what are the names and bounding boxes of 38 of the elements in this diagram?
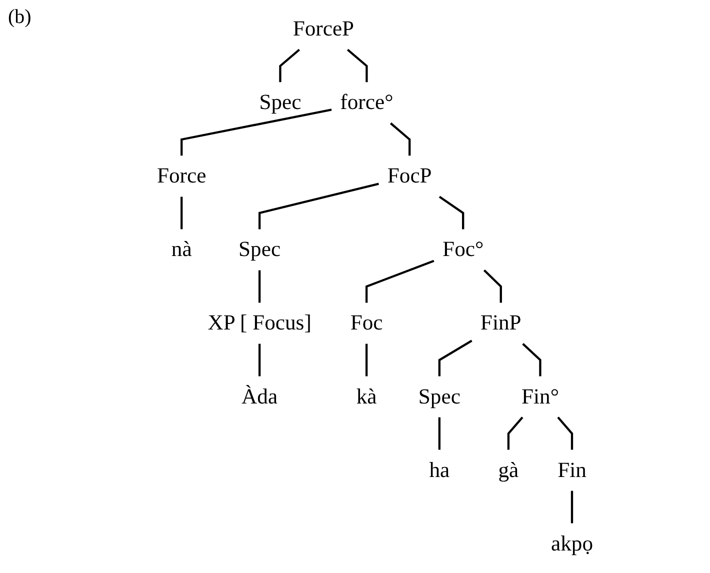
connector [438, 196, 464, 230]
node-text: Spec [259, 90, 302, 115]
node-text: Spec [238, 238, 281, 262]
connector [258, 344, 261, 376]
connector [258, 182, 379, 230]
connector [346, 48, 368, 82]
node-text: ForceP [292, 17, 354, 42]
node-text: Àda [242, 384, 278, 409]
connector [507, 416, 524, 450]
connector [365, 260, 434, 303]
node-text: Force [156, 164, 206, 188]
panel-label: (b) [8, 6, 32, 29]
node-text: Foc° [442, 238, 484, 262]
connector [258, 270, 261, 303]
node-text: akpọ [550, 532, 594, 556]
connector [180, 196, 183, 230]
node-text: Spec [418, 384, 460, 409]
connector [390, 122, 411, 156]
node-text: FocP [387, 164, 432, 188]
connector [557, 416, 574, 450]
connector [438, 340, 472, 376]
node-text: kà [356, 384, 377, 409]
node-text: FinP [480, 311, 522, 336]
node-text: gà [498, 458, 519, 482]
node-text: XP [ Focus] [208, 311, 312, 336]
connector [438, 417, 440, 450]
connector [279, 48, 300, 82]
node-text: force° [340, 90, 394, 115]
node-text: Fin [558, 458, 586, 482]
connector [522, 343, 542, 376]
connector [180, 108, 332, 156]
connector [365, 344, 368, 376]
node-text: Foc [350, 311, 383, 336]
node-text: Fin° [521, 384, 559, 409]
connector [570, 490, 574, 524]
connector [483, 270, 502, 303]
node-text: nà [171, 238, 192, 262]
node-text: ha [429, 458, 450, 482]
